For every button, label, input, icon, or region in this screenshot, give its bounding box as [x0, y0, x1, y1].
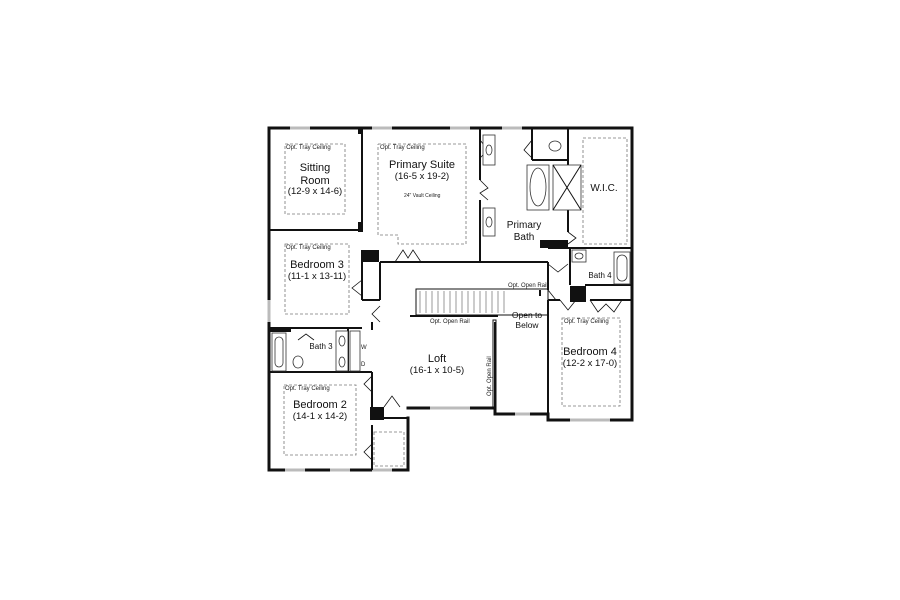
sitting-room-name-1: Sitting: [299, 162, 331, 174]
open-rail-top-note: Opt. Open Rail: [508, 283, 548, 289]
stair: [410, 288, 549, 409]
bath-3-label: Bath 3: [309, 342, 333, 351]
bedroom-3-label: Bedroom 3 (11-1 x 13-11): [288, 259, 346, 283]
vault-ceiling-note: 24" Vault Ceiling: [404, 193, 441, 199]
loft-dims: (16-1 x 10-5): [409, 364, 465, 376]
bedroom-3-name: Bedroom 3: [290, 259, 344, 271]
bedroom-2-name: Bedroom 2: [293, 399, 347, 411]
bedroom-3-dims: (11-1 x 13-11): [287, 270, 347, 282]
open-to-below-name-2: Below: [515, 319, 539, 330]
bath-4-label: Bath 4: [588, 271, 612, 280]
open-to-below-label: Open to Below: [511, 310, 543, 331]
open-rail-vertical-note: Opt. Open Rail: [487, 356, 493, 396]
primary-bath-label: Primary Bath: [507, 220, 541, 243]
primary-bath-name-1: Primary: [506, 220, 542, 231]
bedroom-2-label: Bedroom 2 (14-1 x 14-2): [293, 399, 347, 423]
primary-suite-ceiling-note: Opt. Tray Ceiling: [380, 145, 425, 151]
bedroom-2-dims: (14-1 x 14-2): [292, 410, 348, 422]
primary-bath-name-2: Bath: [513, 231, 535, 243]
solid-blocks: [269, 128, 586, 420]
bedroom-2-ceiling-note: Opt. Tray Ceiling: [285, 386, 330, 392]
fixtures: [271, 134, 631, 372]
sitting-room-label: Sitting Room (12-9 x 14-6): [288, 162, 342, 198]
open-to-below-name-1: Open to: [511, 310, 543, 320]
bedroom-4-name: Bedroom 4: [563, 346, 617, 358]
primary-suite-label: Primary Suite (16-5 x 19-2): [389, 159, 455, 183]
bedroom-4-label: Bedroom 4 (12-2 x 17-0): [563, 346, 617, 370]
loft-label: Loft (16-1 x 10-5): [410, 353, 464, 377]
sitting-room-name-2: Room: [300, 174, 330, 187]
washer-label: W: [361, 345, 367, 351]
primary-suite-name: Primary Suite: [388, 159, 456, 171]
sitting-room-dims: (12-9 x 14-6): [287, 186, 343, 198]
wic-label: W.I.C.: [590, 183, 618, 194]
bedroom-3-ceiling-note: Opt. Tray Ceiling: [286, 245, 331, 251]
bedroom-4-ceiling-note: Opt. Tray Ceiling: [564, 319, 609, 325]
loft-name: Loft: [427, 353, 447, 365]
tray-ceilings: [283, 137, 628, 467]
bedroom-4-dims: (12-2 x 17-0): [562, 357, 618, 369]
primary-suite-dims: (16-5 x 19-2): [394, 170, 450, 182]
windows: [267, 126, 610, 472]
open-rail-stair-note: Opt. Open Rail: [430, 319, 470, 325]
dryer-label: D: [361, 362, 366, 368]
sitting-room-ceiling-note: Opt. Tray Ceiling: [286, 145, 331, 151]
